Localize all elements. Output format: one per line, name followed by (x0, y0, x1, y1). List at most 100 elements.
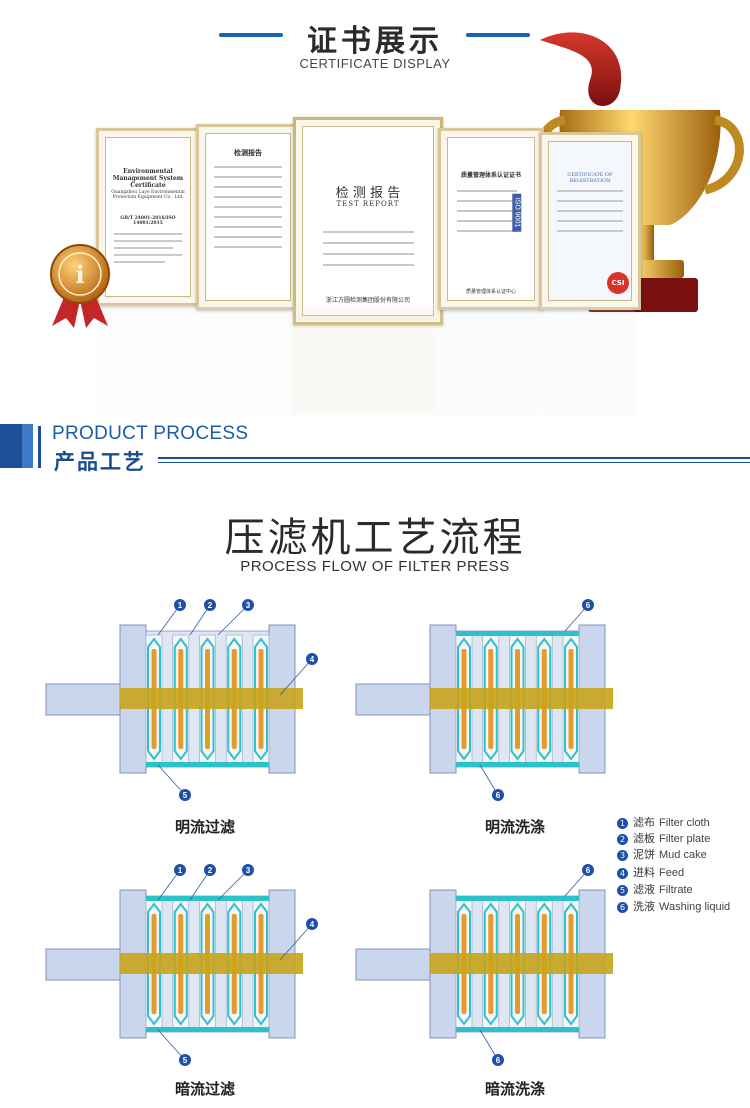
callout-number: 6 (496, 1056, 501, 1065)
feed-bar (430, 953, 613, 974)
callout-marker (582, 864, 594, 876)
feed-bar (120, 688, 303, 709)
bottom-channel (146, 1027, 269, 1032)
filter-cloth (483, 902, 498, 1026)
filter-cloth (483, 637, 498, 761)
filter-cloth (227, 902, 242, 1026)
title-line-left (219, 33, 283, 37)
filter-cloth (254, 902, 268, 1026)
callout-marker (204, 599, 216, 611)
certificate-5-heading: CERTIFICATE OF REGISTRATION (567, 172, 613, 184)
filter-cloth (200, 902, 215, 1026)
callout-marker (492, 789, 504, 801)
certificate-1-heading: Environmental Management System Certific… (112, 168, 184, 189)
filter-press-diagram-4: 66 (355, 864, 613, 1066)
filter-cloth (227, 637, 242, 761)
callout-leader (157, 1029, 186, 1061)
callout-marker (306, 653, 318, 665)
certificates-reflection (96, 305, 636, 415)
top-channel (456, 631, 579, 636)
feed-bar (430, 688, 613, 709)
filter-cloth (537, 902, 552, 1026)
banner-bar (38, 426, 41, 468)
callout-leader (217, 869, 249, 901)
callout-marker (242, 599, 254, 611)
callout-number: 4 (310, 655, 315, 664)
callout-marker (242, 864, 254, 876)
callout-number: 6 (586, 601, 591, 610)
title-line-right (466, 33, 530, 37)
filter-cloth (510, 902, 525, 1026)
filter-press-diagram-2: 66 (355, 599, 613, 801)
filter-cloth (254, 637, 268, 761)
certificates-title: 证书展示 (307, 24, 443, 59)
certificate-3-footer: 浙江方圆检测集团股份有限公司 (325, 297, 410, 304)
filter-cloth (173, 637, 188, 761)
banner-line-bottom (158, 462, 750, 463)
callout-number: 3 (246, 601, 251, 610)
certificate-1-standard: GB/T 24001-2016/ISO 14001:2015 (120, 216, 176, 226)
certificate-5: CERTIFICATE OF REGISTRATION CSI (539, 132, 641, 310)
certificate-4: 质量管理体系认证证书 ISO 9001 质量管理体系认证中心 (438, 128, 544, 310)
caption-open-filtration: 明流过滤 (174, 818, 235, 836)
banner-block-light (22, 424, 33, 468)
filter-cloth (457, 902, 471, 1026)
callout-leader (157, 764, 186, 796)
feed-bar (120, 953, 303, 974)
callout-leader (157, 604, 181, 636)
certificate-3-heading: 检 测 报 告 (335, 186, 401, 201)
feed-shaft (355, 948, 433, 981)
callout-number: 1 (178, 866, 183, 875)
callout-marker (582, 599, 594, 611)
feed-shaft (45, 948, 123, 981)
callout-number: 3 (246, 866, 251, 875)
product-process-title-en: PRODUCT PROCESS (52, 423, 249, 444)
process-flow-title: 压滤机工艺流程 (224, 515, 526, 561)
svg-text:i: i (75, 260, 84, 289)
filter-cloth (173, 902, 188, 1026)
callout-marker (204, 864, 216, 876)
certificate-4-side: ISO 9001 (512, 193, 522, 232)
callout-number: 6 (586, 866, 591, 875)
callout-number: 2 (208, 601, 213, 610)
certificates-subtitle: CERTIFICATE DISPLAY (299, 56, 451, 71)
callout-leader (189, 869, 211, 901)
process-flow-subtitle: PROCESS FLOW OF FILTER PRESS (240, 558, 510, 575)
bottom-channel (146, 762, 269, 767)
medal-icon: i (50, 244, 110, 328)
certificate-2: 检测报告 (196, 124, 300, 310)
callout-marker (174, 599, 186, 611)
filter-cloth (147, 902, 161, 1026)
caption-hidden-washing: 暗流洗涤 (484, 1080, 545, 1098)
bottom-channel (456, 1027, 579, 1032)
callout-number: 6 (496, 791, 501, 800)
callout-marker (174, 864, 186, 876)
feed-shaft (355, 683, 433, 716)
feed-shaft (45, 683, 123, 716)
filter-cloth (564, 637, 578, 761)
filter-cloth (564, 902, 578, 1026)
callout-leader (157, 869, 181, 901)
certificate-3: 检 测 报 告 TEST REPORT 浙江方圆检测集团股份有限公司 (293, 117, 443, 325)
certificate-1: Environmental Management System Certific… (96, 128, 200, 306)
caption-hidden-filtration: 暗流过滤 (174, 1080, 235, 1098)
callout-number: 1 (178, 601, 183, 610)
top-channel (146, 896, 269, 901)
callout-leader (189, 604, 211, 636)
callout-marker (179, 1054, 191, 1066)
callout-marker (306, 918, 318, 930)
callout-leader (217, 604, 249, 636)
callout-leader (279, 658, 313, 696)
filter-cloth (457, 637, 471, 761)
banner-line-top (158, 457, 750, 459)
certificate-3-sub: TEST REPORT (336, 200, 400, 208)
callout-number: 4 (310, 920, 315, 929)
product-process-title-cn: 产品工艺 (54, 450, 146, 474)
